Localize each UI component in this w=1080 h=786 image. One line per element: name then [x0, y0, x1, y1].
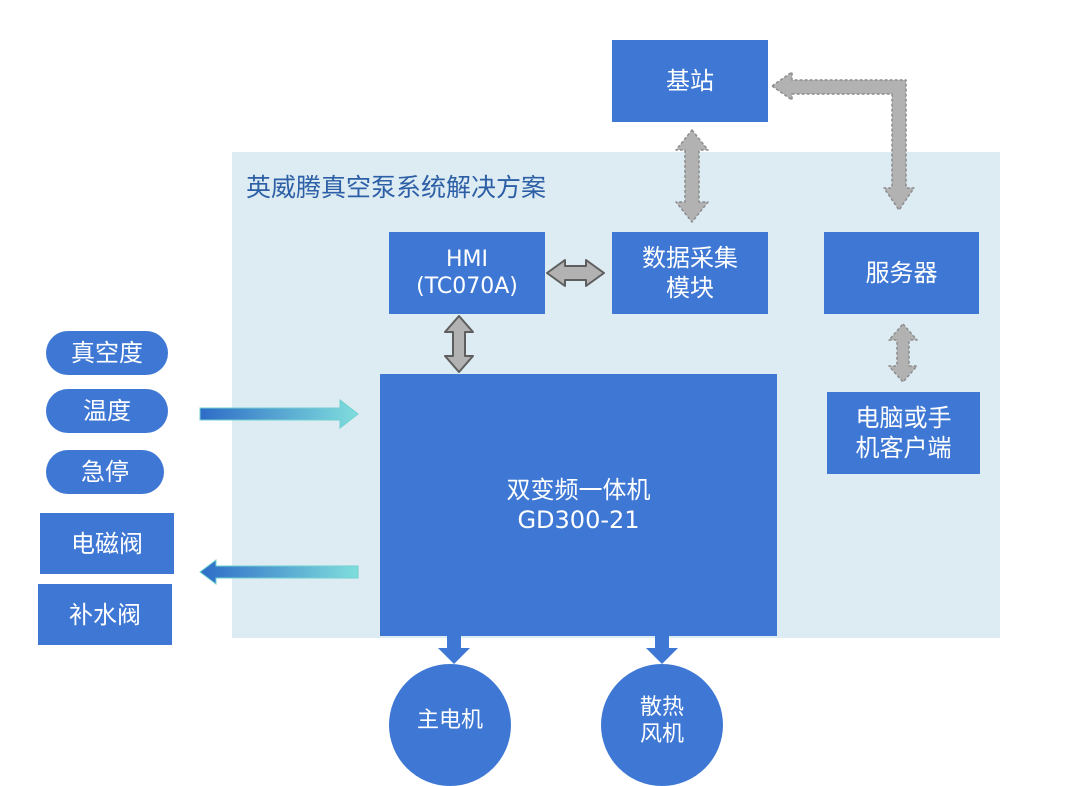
server-label: 服务器 — [865, 259, 938, 287]
data-acquisition-label: 数据采集 模块 — [642, 244, 738, 302]
data-acquisition-node: 数据采集 模块 — [612, 232, 768, 314]
panel-title: 英威腾真空泵系统解决方案 — [246, 173, 547, 202]
input-vacuum-label: 真空度 — [71, 339, 143, 367]
link-server-client — [888, 323, 918, 383]
signal-in-arrow — [199, 398, 359, 430]
link-hmi-daq — [546, 259, 605, 287]
output-refill-valve: 补水阀 — [38, 584, 172, 645]
server-node: 服务器 — [824, 232, 979, 314]
main-motor-label: 主电机 — [416, 708, 483, 734]
input-temperature: 温度 — [46, 389, 168, 433]
client-label: 电脑或手 机客户端 — [855, 404, 952, 462]
cooling-fan-node: 散热 风机 — [601, 664, 723, 786]
link-basestation-server — [771, 71, 915, 211]
output-solenoid-valve: 电磁阀 — [40, 513, 174, 574]
input-emergency-stop: 急停 — [46, 450, 164, 494]
cooling-fan-label: 散热 风机 — [639, 694, 684, 748]
base-station-node: 基站 — [612, 40, 768, 122]
link-hmi-drive — [444, 315, 474, 373]
output-solenoid-valve-label: 电磁阀 — [71, 529, 143, 558]
input-vacuum: 真空度 — [46, 331, 168, 375]
input-emergency-stop-label: 急停 — [81, 458, 129, 486]
hmi-label: HMI (TC070A) — [416, 246, 518, 300]
signal-out-arrow — [199, 559, 359, 585]
link-drive-motor — [438, 636, 470, 664]
drive-node: 双变频一体机 GD300-21 — [380, 374, 777, 636]
drive-label: 双变频一体机 GD300-21 — [506, 476, 651, 534]
hmi-node: HMI (TC070A) — [389, 232, 545, 314]
base-station-label: 基站 — [666, 67, 714, 95]
client-node: 电脑或手 机客户端 — [827, 392, 980, 474]
link-drive-fan — [646, 636, 678, 664]
main-motor-node: 主电机 — [389, 664, 511, 786]
input-temperature-label: 温度 — [83, 397, 131, 425]
link-basestation-daq — [675, 129, 709, 223]
output-refill-valve-label: 补水阀 — [69, 600, 141, 629]
